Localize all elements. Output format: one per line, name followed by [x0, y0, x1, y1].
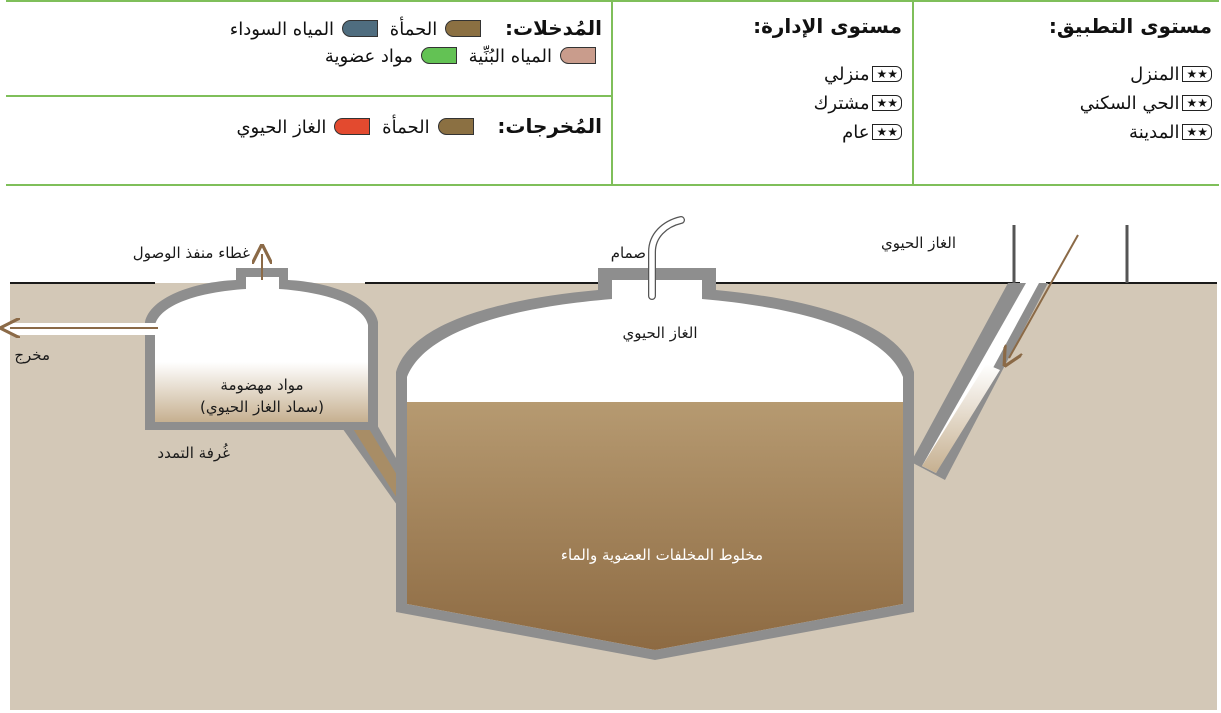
application-level-column: مستوى التطبيق: ★★المنزل ★★الحي السكني ★★…	[918, 14, 1212, 147]
input-brownwater-label: المياه البُنِّية	[468, 46, 552, 67]
application-level-item: ★★المنزل	[918, 60, 1212, 89]
column-divider-1	[611, 0, 613, 186]
management-level-item: ★★منزلي	[618, 60, 902, 89]
inputs-section: المُدخلات: الحمأة المياه السوداء المياه …	[14, 16, 602, 67]
management-level-title: مستوى الإدارة:	[753, 14, 902, 38]
inlet-pipe-slurry	[922, 364, 1000, 473]
valve-label: صمام	[611, 244, 646, 262]
input-blackwater-label: المياه السوداء	[229, 19, 335, 40]
inlet-arrow-icon	[1009, 234, 1079, 358]
blackwater-swatch-icon	[342, 20, 379, 37]
application-level-title: مستوى التطبيق:	[1048, 14, 1212, 38]
outputs-title: المُخرجات:	[497, 114, 602, 138]
expansion-chamber-label: غُرفة التمدد	[157, 444, 230, 462]
column-divider-2	[912, 0, 914, 186]
inputs-title: المُدخلات:	[504, 16, 602, 40]
output-biogas-label: الغاز الحيوي	[236, 117, 327, 138]
organics-swatch-icon	[420, 47, 457, 64]
sludge-swatch-icon	[437, 118, 474, 135]
rating-stars-icon: ★★	[872, 124, 902, 140]
outlet-connector-interior	[350, 419, 411, 506]
application-level-item: ★★الحي السكني	[918, 89, 1212, 118]
inputs-outputs-divider	[6, 95, 612, 97]
inputs-row-1: المُدخلات: الحمأة المياه السوداء	[14, 16, 602, 40]
input-sludge-label: الحمأة	[389, 19, 438, 40]
outputs-section: المُخرجات: الحمأة الغاز الحيوي	[14, 114, 602, 138]
info-header: مستوى التطبيق: ★★المنزل ★★الحي السكني ★★…	[6, 0, 1219, 186]
management-level-item: ★★عام	[618, 118, 902, 147]
outputs-row: المُخرجات: الحمأة الغاز الحيوي	[14, 114, 602, 138]
digestate-sublabel: (سماد الغاز الحيوي)	[200, 398, 324, 417]
biogas-dome-label: الغاز الحيوي	[623, 324, 698, 343]
biogas-top-label: الغاز الحيوي	[881, 234, 956, 253]
rating-stars-icon: ★★	[1182, 66, 1212, 82]
input-organics-label: مواد عضوية	[324, 46, 413, 67]
mixture-label: مخلوط المخلفات العضوية والماء	[561, 546, 763, 564]
rating-stars-icon: ★★	[872, 66, 902, 82]
inputs-row-2: المياه البُنِّية مواد عضوية	[14, 46, 602, 67]
application-level-item: ★★المدينة	[918, 118, 1212, 147]
brownwater-swatch-icon	[560, 47, 596, 64]
digester-slurry	[407, 402, 903, 650]
output-sludge-label: الحمأة	[382, 117, 430, 138]
rating-stars-icon: ★★	[1182, 124, 1212, 140]
sludge-swatch-icon	[445, 20, 482, 37]
rating-stars-icon: ★★	[1182, 95, 1212, 111]
biogas-swatch-icon	[334, 118, 371, 135]
access-cover-label: غطاء منفذ الوصول	[133, 244, 250, 262]
expansion-chamber-slurry	[155, 362, 368, 422]
rating-stars-icon: ★★	[872, 95, 902, 111]
outlet-label: مخرج	[14, 346, 50, 365]
gas-pipe	[649, 217, 684, 299]
management-level-column: مستوى الإدارة: ★★منزلي ★★مشترك ★★عام	[618, 14, 902, 147]
management-level-item: ★★مشترك	[618, 89, 902, 118]
digestate-label: مواد مهضومة	[220, 376, 303, 394]
